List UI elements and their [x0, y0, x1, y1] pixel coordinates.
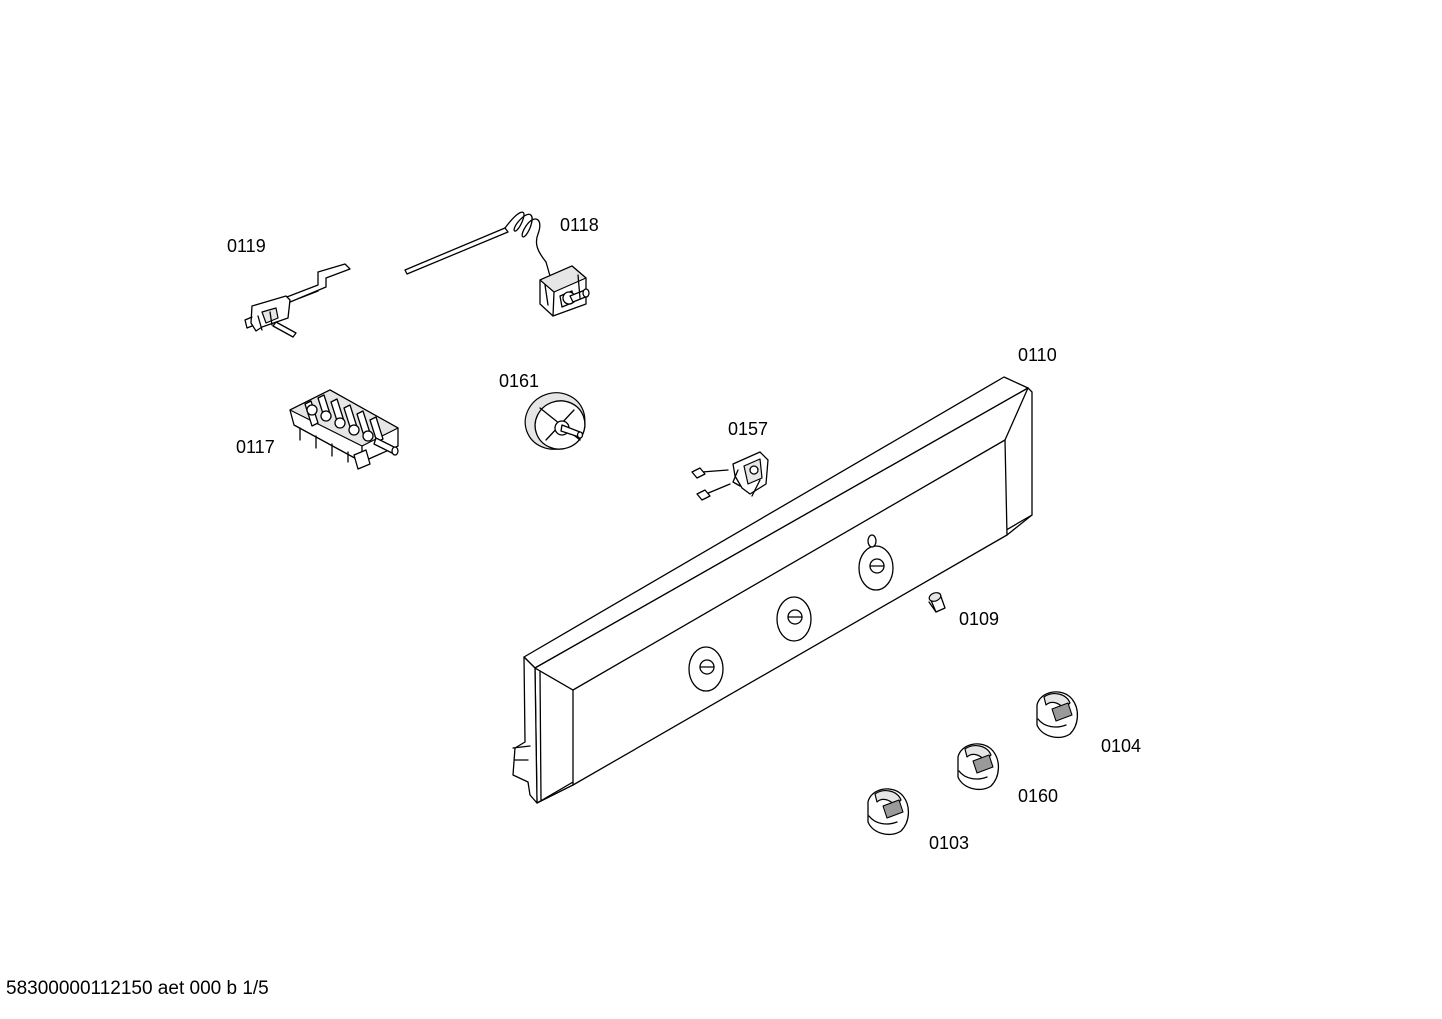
label-part-0104: 0104 — [1101, 736, 1141, 756]
label-part-0109: 0109 — [959, 609, 999, 629]
part-0157-lamp-holder[interactable] — [691, 451, 769, 501]
part-0160-knob[interactable] — [957, 743, 1000, 791]
part-0110-control-panel[interactable] — [512, 376, 1033, 804]
label-part-0119: 0119 — [227, 236, 266, 256]
part-0109-indicator-lamp[interactable] — [928, 591, 946, 613]
panel-knob-hole-left — [688, 646, 724, 692]
part-0119-bracket[interactable] — [244, 263, 351, 338]
panel-knob-hole-right — [858, 545, 894, 591]
label-part-0160: 0160 — [1018, 786, 1058, 806]
label-part-0118: 0118 — [560, 215, 599, 235]
label-part-0157: 0157 — [728, 419, 768, 439]
part-0161-rotary-switch[interactable] — [517, 384, 593, 457]
label-part-0103: 0103 — [929, 833, 969, 853]
panel-lamp-hole — [867, 534, 877, 548]
drawing-reference-number: 58300000112150 aet 000 b 1/5 — [6, 978, 269, 999]
part-0118-thermostat[interactable] — [404, 211, 590, 317]
label-part-0161: 0161 — [499, 371, 539, 391]
panel-knob-hole-middle — [776, 596, 812, 642]
label-part-0110: 0110 — [1018, 345, 1057, 365]
part-0103-knob[interactable] — [867, 788, 910, 836]
label-part-0117: 0117 — [236, 437, 275, 457]
part-0104-knob[interactable] — [1036, 691, 1079, 739]
part-0117-selector-switch[interactable] — [289, 389, 399, 470]
